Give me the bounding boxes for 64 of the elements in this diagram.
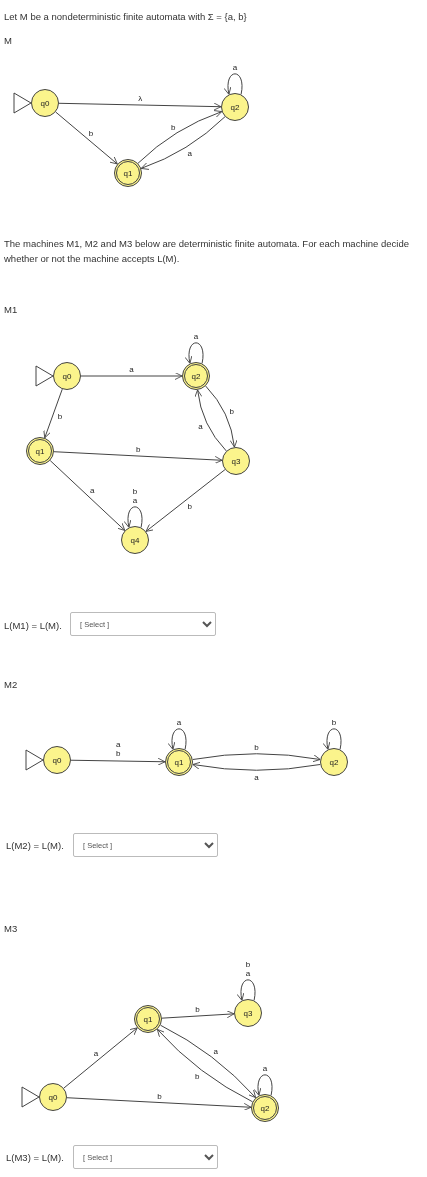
loop-arrow xyxy=(254,1074,273,1096)
edge-label: a b xyxy=(114,740,122,758)
edge-label: b xyxy=(186,501,194,511)
loop-arrow xyxy=(323,728,342,750)
loop-arrow xyxy=(124,506,143,528)
loop-arrow xyxy=(168,728,187,750)
edge-label: b xyxy=(228,406,235,416)
state-circle: q2 xyxy=(221,93,249,121)
accepting-state-circle: q1 xyxy=(26,437,54,465)
answer-prompt: L(M3) = L(M). xyxy=(6,1151,64,1165)
edge-label: b xyxy=(194,1071,201,1081)
arrow xyxy=(140,116,226,170)
arrow xyxy=(55,111,118,165)
machine-heading: M2 xyxy=(4,678,18,692)
arrow xyxy=(53,451,223,464)
loop-arrow xyxy=(185,342,204,364)
state-circle: q4 xyxy=(121,526,149,554)
arrow xyxy=(63,1027,138,1089)
state-circle: q3 xyxy=(234,999,262,1027)
accepting-state-circle: q1 xyxy=(114,159,142,187)
accepting-state-circle: q2 xyxy=(182,362,210,390)
arrow xyxy=(137,110,223,164)
arrow xyxy=(194,389,227,452)
state-circle: q2 xyxy=(320,748,348,776)
arrow xyxy=(161,1010,235,1019)
arrow xyxy=(192,753,321,763)
arrow xyxy=(192,761,321,771)
accepting-state-circle: q2 xyxy=(251,1094,279,1122)
loop-arrow xyxy=(237,979,256,1001)
edge-label: b xyxy=(330,718,338,727)
edge-label: b xyxy=(194,1004,201,1014)
accepting-state-circle: q1 xyxy=(165,748,193,776)
edge-label: a xyxy=(231,63,239,72)
edge-label: b a xyxy=(244,960,252,978)
machine-heading: M1 xyxy=(4,303,18,317)
arrow xyxy=(49,460,126,531)
state-circle: q0 xyxy=(31,89,59,117)
edge-label: a xyxy=(192,332,200,341)
edge-label: a xyxy=(175,718,183,727)
state-circle: q0 xyxy=(43,746,71,774)
edge-label: λ xyxy=(137,93,144,103)
accepting-state-circle: q1 xyxy=(134,1005,162,1033)
arrow xyxy=(205,385,238,448)
edge-label: b xyxy=(135,444,142,454)
edge-label: b xyxy=(56,411,64,421)
state-circle: q0 xyxy=(39,1083,67,1111)
machine-heading: M xyxy=(4,34,12,48)
arrow xyxy=(43,388,63,439)
edge-label: b xyxy=(87,128,95,138)
edge-label: b xyxy=(156,1091,163,1100)
machine-heading: M3 xyxy=(4,922,18,936)
state-circle: q3 xyxy=(222,447,250,475)
answer-prompt: L(M2) = L(M). xyxy=(6,839,64,853)
edge-label: b xyxy=(170,122,177,132)
state-circle: q0 xyxy=(53,362,81,390)
edge-label: a xyxy=(261,1064,269,1073)
edge-label: b xyxy=(253,742,260,752)
edge-label: b a xyxy=(131,487,139,505)
loop-arrow xyxy=(224,73,243,95)
question-text: Let M be a nondeterministic finite automata with Σ = {a, b} xyxy=(4,10,248,24)
answer-prompt: L(M1) = L(M). xyxy=(4,619,62,633)
instruction-text: The machines M1, M2 and M3 below are deterministic finite automata. For each machine decide whether or not the machine accepts L(M). xyxy=(4,237,410,266)
arrow xyxy=(66,1097,252,1111)
arrow xyxy=(145,469,226,532)
